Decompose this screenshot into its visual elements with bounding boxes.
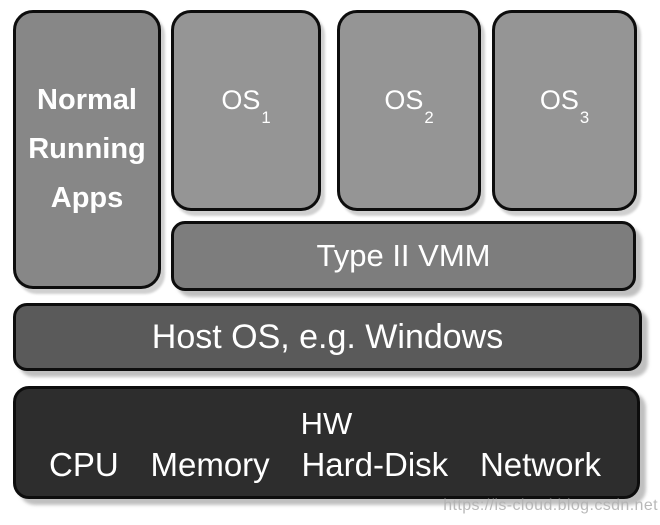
watermark-url: https://is-cloud.blog.csdn.net — [443, 497, 658, 514]
guest-os-1-subscript: 1 — [261, 107, 271, 127]
guest-os-2-box: OS2 — [337, 10, 481, 211]
guest-os-1-box: OS1 — [171, 10, 321, 211]
guest-os-2-subscript: 2 — [424, 107, 434, 127]
host-os-label: Host OS, e.g. Windows — [151, 317, 504, 356]
hardware-component-harddisk: Hard-Disk — [301, 445, 449, 483]
guest-os-3-label: OS3 — [539, 85, 590, 127]
normal-apps-line: Running — [28, 133, 146, 165]
guest-os-1-label: OS1 — [221, 85, 271, 127]
hardware-component-memory: Memory — [150, 445, 270, 483]
hardware-box: HW CPU Memory Hard-Disk Network — [13, 386, 640, 499]
hardware-component-cpu: CPU — [49, 445, 119, 483]
hardware-component-network: Network — [479, 445, 601, 483]
hardware-components-row: CPU Memory Hard-Disk Network — [16, 444, 637, 486]
guest-os-3-subscript: 3 — [579, 107, 590, 127]
normal-apps-box: Normal Running Apps — [13, 10, 161, 289]
type2-vmm-box: Type II VMM — [171, 221, 636, 291]
host-os-box: Host OS, e.g. Windows — [13, 303, 642, 371]
type2-vmm-label: Type II VMM — [316, 238, 491, 273]
hardware-title: HW — [300, 405, 353, 441]
guest-os-3-box: OS3 — [492, 10, 637, 211]
guest-os-2-label: OS2 — [384, 85, 434, 127]
normal-apps-line: Apps — [50, 182, 124, 214]
normal-apps-line: Normal — [37, 84, 137, 116]
